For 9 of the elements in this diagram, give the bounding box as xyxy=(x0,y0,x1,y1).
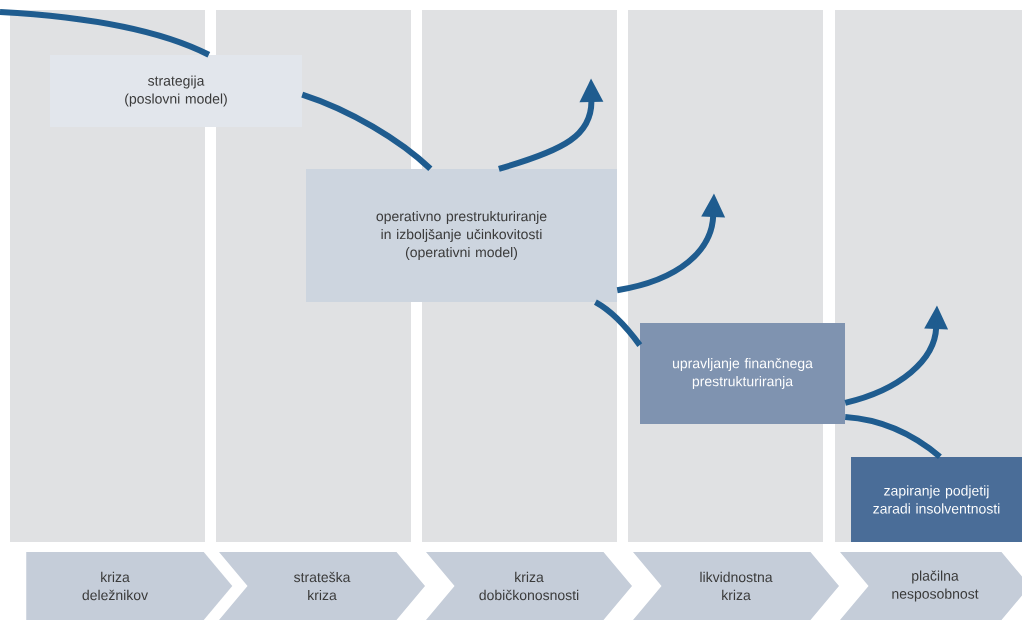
phase-banner: kriza deležnikov xyxy=(26,552,233,620)
process-box: operativno prestrukturiranje in izboljšanje učinkovitosti (operativni model) xyxy=(306,169,617,302)
process-box: zapiranje podjetij zaradi insolventnosti xyxy=(851,457,1022,542)
phase-banner: likvidnostna kriza xyxy=(633,552,839,620)
phase-banner: strateška kriza xyxy=(219,552,425,620)
process-box: upravljanje finančnega prestrukturiranja xyxy=(640,323,845,424)
process-box: strategija (poslovni model) xyxy=(50,55,302,127)
phase-banner: plačilna nesposobnost xyxy=(840,552,1022,620)
phase-banner: kriza dobičkonosnosti xyxy=(426,552,632,620)
